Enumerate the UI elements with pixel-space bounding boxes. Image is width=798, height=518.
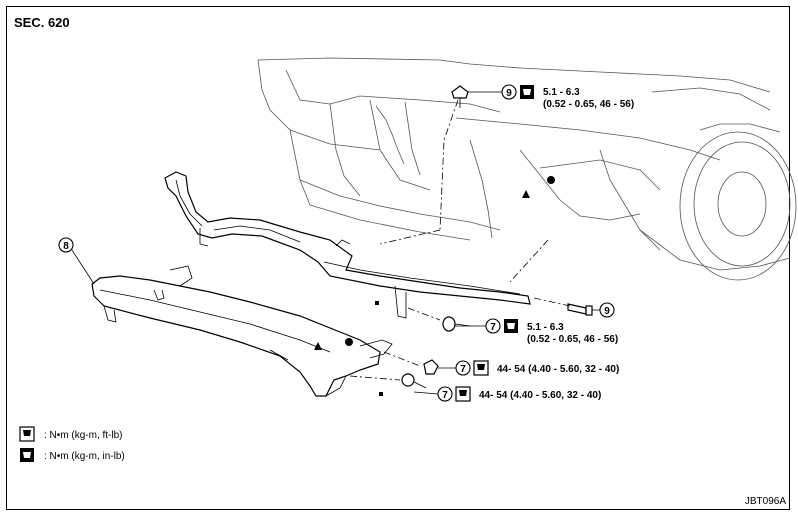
- circle-marker: [547, 176, 555, 184]
- svg-text:9: 9: [604, 306, 610, 317]
- bumper-reinforcement: [91, 265, 393, 397]
- torque-wrench-in-lb-icon: [520, 85, 534, 99]
- torque-wrench-ft-lb-icon: [455, 386, 471, 402]
- triangle-marker: [314, 342, 322, 350]
- torque-mid-value: 5.1 - 6.3: [527, 322, 564, 333]
- svg-text:7: 7: [442, 390, 448, 401]
- legend: : N•m (kg-m, ft-lb) : N•m (kg-m, in-lb): [19, 426, 125, 462]
- square-marker: [375, 301, 379, 305]
- callout-right-bolt: 9: [592, 302, 615, 318]
- torque-wrench-in-lb-icon: [504, 319, 518, 333]
- svg-text:7: 7: [460, 364, 466, 375]
- callout-lower-bolt: 7 44- 54 (4.40 - 5.60, 32 - 40): [413, 386, 601, 402]
- torque-lower-a: 44- 54 (4.40 - 5.60, 32 - 40): [497, 364, 619, 375]
- markers: [314, 176, 555, 396]
- nut-lower: [423, 359, 439, 375]
- callout-mid-bolt: 7 5.1 - 6.3 (0.52 - 0.65, 46 - 56): [455, 318, 618, 345]
- callout-lower-nut: 7 44- 54 (4.40 - 5.60, 32 - 40): [438, 360, 619, 376]
- figure-code: JBT096A: [745, 496, 786, 507]
- section-title: SEC. 620: [14, 15, 70, 30]
- callout-top-clip: 9 5.1 - 6.3 (0.52 - 0.65, 46 - 56): [468, 84, 634, 110]
- square-marker: [379, 392, 383, 396]
- fasteners: [401, 85, 593, 389]
- bolt-right: [567, 303, 593, 316]
- svg-text:8: 8: [63, 241, 69, 252]
- torque-top-detail: (0.52 - 0.65, 46 - 56): [543, 99, 634, 110]
- bolt-mid: [442, 316, 471, 332]
- clip-top: [451, 85, 469, 108]
- torque-top-value: 5.1 - 6.3: [543, 87, 580, 98]
- triangle-marker: [522, 190, 530, 198]
- circle-marker: [345, 338, 353, 346]
- torque-wrench-ft-lb-icon: [473, 360, 489, 376]
- svg-text:9: 9: [506, 88, 512, 99]
- bolt-lower: [401, 373, 427, 389]
- torque-wrench-in-lb-icon: [20, 448, 34, 462]
- legend-ft-lb: : N•m (kg-m, ft-lb): [44, 430, 123, 441]
- torque-lower-b: 44- 54 (4.40 - 5.60, 32 - 40): [479, 390, 601, 401]
- vehicle-body-outline: [257, 57, 797, 281]
- svg-text:7: 7: [490, 322, 496, 333]
- legend-in-lb: : N•m (kg-m, in-lb): [44, 451, 125, 462]
- leader-lines: [349, 99, 571, 381]
- upper-reinforcement: [164, 171, 531, 319]
- callout-part-8: 8: [58, 237, 95, 285]
- torque-mid-detail: (0.52 - 0.65, 46 - 56): [527, 334, 618, 345]
- torque-wrench-ft-lb-icon: [19, 426, 35, 442]
